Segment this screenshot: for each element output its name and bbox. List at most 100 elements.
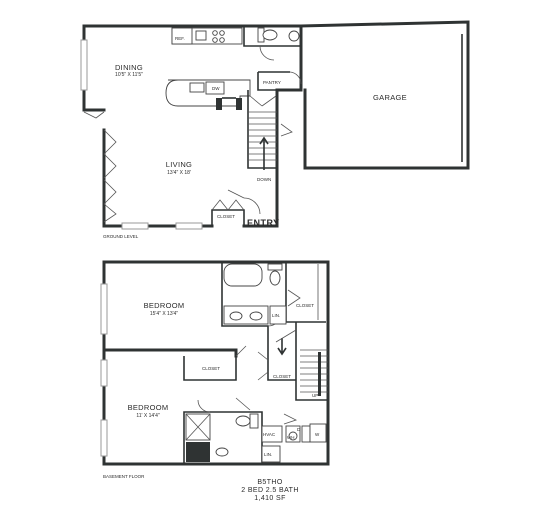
pantry-label: PANTRY — [263, 80, 281, 85]
dryer — [301, 425, 311, 443]
bedroom2-door — [235, 397, 251, 411]
w-label: W — [315, 432, 320, 437]
kitchen-sink-top — [195, 30, 207, 41]
mid-closet-wall — [183, 356, 237, 381]
vanity-sink-right — [249, 311, 263, 321]
bedroom-divider-wall — [102, 348, 238, 358]
living-name: LIVING — [166, 160, 192, 169]
d-label: D — [297, 427, 301, 432]
dw-label: DW — [212, 86, 220, 91]
bedroom2-size: 11' X 14'4" — [136, 413, 160, 419]
linen-bottom-label: LIN. — [264, 452, 272, 457]
stair-treads — [248, 95, 277, 161]
ref-label: REF. — [175, 36, 185, 41]
dining-window — [80, 39, 88, 91]
stair-rail — [318, 352, 321, 396]
linen-bottom — [261, 445, 281, 463]
entry-closet-label: CLOSET — [217, 214, 235, 219]
column-right — [236, 98, 242, 110]
utility-door — [283, 413, 298, 425]
wh-label: WH — [287, 435, 295, 440]
water-heater — [288, 431, 298, 441]
bath2-solid — [186, 442, 210, 462]
bathtub — [223, 263, 263, 287]
stair-break — [275, 329, 297, 343]
patio-bifold-door-1 — [103, 129, 117, 179]
right-closet-door — [287, 289, 301, 307]
bath2-sink — [215, 447, 229, 457]
master-toilet-tank — [267, 263, 283, 271]
down-label: DOWN — [257, 177, 271, 182]
entry-closet-door — [211, 199, 245, 211]
cooktop-burner-3 — [212, 37, 218, 43]
stair-closet-label: CLOSET — [273, 374, 291, 379]
bedroom1-name: BEDROOM — [144, 301, 185, 310]
vanity-sink-left — [229, 311, 243, 321]
cooktop-burner-1 — [212, 30, 218, 36]
pantry-wall — [257, 72, 301, 91]
basement-level-label: BASEMENT FLOOR — [103, 474, 145, 479]
basement-stair-wall — [295, 322, 328, 401]
mid-closet-door — [235, 345, 247, 357]
stair-closet-door — [257, 351, 269, 381]
plan-name: B5THO — [257, 479, 282, 486]
linen-top — [269, 305, 287, 325]
mid-closet-label: CLOSET — [202, 366, 220, 371]
column-left — [216, 98, 222, 110]
powder-door — [259, 45, 275, 61]
bedroom2-name: BEDROOM — [128, 403, 169, 412]
living-size: 13'4" X 18' — [167, 170, 191, 176]
bedroom2-window-bottom — [100, 419, 108, 457]
right-closet-label: CLOSET — [296, 303, 314, 308]
stair-wall — [247, 90, 277, 169]
shower-diag-2 — [185, 413, 211, 441]
cooktop-burner-2 — [219, 30, 225, 36]
garage-wall — [299, 20, 470, 170]
stair-closet-wall — [267, 346, 296, 381]
powder-room-wall — [243, 26, 301, 47]
master-bath-wall — [221, 262, 269, 346]
right-closet-wall — [285, 262, 326, 323]
living-closet-door — [227, 189, 245, 199]
bedroom1-window — [100, 283, 108, 335]
bath2-toilet-tank — [249, 413, 259, 429]
stair-arrow — [259, 136, 269, 170]
basement-plan — [100, 260, 330, 466]
powder-sink — [288, 30, 300, 42]
basement-stair-treads — [300, 349, 328, 393]
ground-entry-wall — [242, 24, 303, 228]
basement-exterior-wall — [102, 260, 330, 466]
entry-label: ENTRY — [247, 218, 280, 228]
dining-size: 10'5" X 11'5" — [115, 72, 143, 78]
hvac-closet — [261, 425, 283, 443]
island-sink — [189, 82, 205, 93]
linen-top-label: LIN. — [272, 313, 280, 318]
dishwasher — [205, 81, 225, 95]
refrigerator — [171, 27, 193, 45]
patio-bifold-door-2 — [103, 179, 117, 223]
bedroom2-window-top — [100, 359, 108, 387]
dining-bifold-door — [83, 111, 105, 119]
bath2-toilet — [235, 415, 251, 427]
bedroom1-size: 15'4" X 13'4" — [150, 311, 178, 317]
bath2-door — [197, 399, 211, 413]
washer — [309, 423, 327, 443]
master-toilet — [269, 270, 281, 286]
up-label: UP — [312, 393, 318, 398]
hvac-label: HVAC — [263, 432, 276, 437]
ground-level-plan — [80, 20, 470, 230]
living-south-window-left — [121, 222, 149, 230]
dining-name: DINING — [115, 63, 143, 72]
cooktop-burner-4 — [219, 37, 225, 43]
ground-level-label: GROUND LEVEL — [103, 234, 139, 239]
basement-stair-arrow — [277, 338, 287, 356]
beds-baths: 2 BED 2.5 BATH — [241, 487, 299, 494]
square-footage: 1,410 SF — [254, 495, 286, 502]
garage-entry-door — [280, 123, 293, 137]
garage-name: GARAGE — [373, 93, 407, 102]
powder-toilet — [262, 29, 278, 41]
entry-door — [243, 197, 261, 215]
pantry-door — [289, 71, 302, 85]
living-south-window-right — [175, 222, 203, 230]
